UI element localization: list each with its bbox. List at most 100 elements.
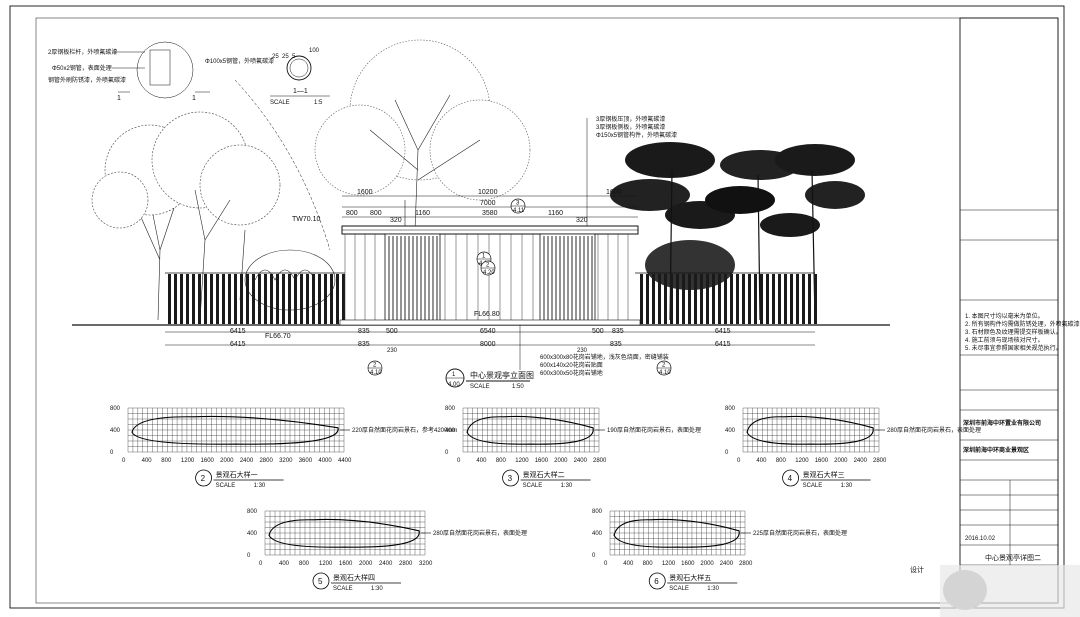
svg-text:1600: 1600: [606, 189, 622, 196]
y-tick-label: 800: [110, 406, 121, 412]
detail-title: 景观石大样五: [669, 573, 711, 582]
svg-text:835: 835: [358, 341, 370, 348]
level-fl-ground: FL66.70: [265, 333, 291, 340]
title-block: 1. 本图尺寸均以毫米为单位。2. 所有钢构件均需做防锈处理，外喷氟碳漆。3. …: [960, 209, 1080, 566]
fence-bar: [276, 274, 279, 324]
stone-note: 220厚自然面花岗岩景石，参考4200mm: [352, 426, 457, 434]
fence-bar: [664, 274, 667, 324]
fence-bar: [808, 274, 811, 324]
svg-text:1: 1: [117, 95, 121, 102]
drawing-name: 中心景观亭详图二: [985, 553, 1041, 562]
material-callouts: 600x300x80花岗岩铺地，浅灰色烧面，密缝铺装 600x140x20花岗岩…: [519, 325, 669, 377]
elevation-title: 1 4.00 中心景观亭立面图 SCALE 1:50: [445, 368, 534, 390]
detail-number: 5: [318, 577, 323, 586]
svg-text:1—1: 1—1: [293, 88, 308, 95]
svg-text:6415: 6415: [715, 328, 731, 335]
svg-text:1: 1: [192, 95, 196, 102]
fence-bar: [724, 274, 727, 324]
section-1-1-detail: 25 25 5 100 1—1 SCALE 1:5: [270, 48, 330, 106]
fence-bar: [246, 274, 249, 324]
x-tick-label: 2000: [554, 458, 568, 464]
fence-bar: [790, 274, 793, 324]
fence-bar: [234, 274, 237, 324]
fence-bar: [300, 274, 303, 324]
stone-outline: [746, 415, 874, 445]
detail-title: 景观石大样四: [333, 573, 375, 582]
x-tick-label: 2000: [359, 561, 373, 567]
svg-text:6415: 6415: [715, 341, 731, 348]
stone-outline: [131, 415, 339, 445]
fence-bar: [670, 274, 673, 324]
x-tick-label: 2800: [259, 458, 273, 464]
y-tick-label: 0: [592, 553, 596, 559]
x-tick-label: 2800: [593, 458, 607, 464]
x-tick-label: 2800: [873, 458, 887, 464]
fence-bar: [264, 274, 267, 324]
x-tick-label: 800: [161, 458, 172, 464]
scale-value: 1:30: [254, 483, 266, 489]
fence-bar: [252, 274, 255, 324]
x-tick-label: 1200: [319, 561, 333, 567]
level-tw: TW70.10: [292, 216, 321, 223]
fence-bar: [258, 274, 261, 324]
x-tick-label: 0: [122, 458, 126, 464]
fence-bar: [736, 274, 739, 324]
fence-bar: [652, 274, 655, 324]
fence-bar: [210, 274, 213, 324]
svg-text:600x140x20花岗岩贴面: 600x140x20花岗岩贴面: [540, 361, 603, 369]
stone-outline: [268, 518, 420, 548]
svg-text:3580: 3580: [482, 210, 498, 217]
stone-outline: [466, 415, 594, 445]
scale-value: 1:30: [371, 586, 383, 592]
svg-text:10200: 10200: [478, 189, 498, 196]
fence-bar: [180, 274, 183, 324]
svg-text:600x300x50花岗岩铺地: 600x300x50花岗岩铺地: [540, 369, 603, 377]
svg-text:4.10: 4.10: [370, 370, 382, 376]
svg-text:500: 500: [592, 328, 604, 335]
fence-bar: [742, 274, 745, 324]
x-tick-label: 800: [299, 561, 310, 567]
svg-text:Φ50x2钢管，表面处理: Φ50x2钢管，表面处理: [52, 64, 112, 72]
x-tick-label: 1200: [181, 458, 195, 464]
x-tick-label: 400: [476, 458, 487, 464]
svg-text:SCALE: SCALE: [270, 100, 290, 106]
pavilion-screen: [344, 234, 629, 322]
y-tick-label: 800: [592, 509, 603, 515]
x-tick-label: 2000: [700, 561, 714, 567]
detail-number: 4: [788, 474, 793, 483]
x-tick-label: 4400: [338, 458, 352, 464]
x-tick-label: 400: [142, 458, 153, 464]
fence-bar: [240, 274, 243, 324]
fence-bar: [796, 274, 799, 324]
y-tick-label: 400: [247, 531, 258, 537]
fence-bar: [174, 274, 177, 324]
x-tick-label: 3200: [419, 561, 433, 567]
y-tick-label: 800: [247, 509, 258, 515]
fence-bar: [222, 274, 225, 324]
reference-mark: 34.11: [510, 198, 526, 214]
svg-text:320: 320: [576, 217, 588, 224]
x-tick-label: 800: [496, 458, 507, 464]
fence-bar: [802, 274, 805, 324]
fence-bar: [282, 274, 285, 324]
x-tick-label: 1600: [201, 458, 215, 464]
x-tick-label: 4000: [318, 458, 332, 464]
fence-bar: [814, 274, 817, 324]
stone-outline: [613, 518, 740, 548]
scale-label: SCALE: [216, 483, 236, 489]
tree-right: [610, 142, 865, 321]
fence-bar: [688, 274, 691, 324]
detail-number: 3: [508, 474, 513, 483]
svg-text:6415: 6415: [230, 341, 246, 348]
svg-text:8000: 8000: [480, 341, 496, 348]
pavilion-column-right: [539, 233, 596, 325]
svg-text:4.10: 4.10: [659, 370, 671, 376]
svg-text:1: 1: [452, 372, 456, 378]
fence-bar: [324, 274, 327, 324]
scale-label: SCALE: [803, 483, 823, 489]
svg-text:835: 835: [612, 328, 624, 335]
